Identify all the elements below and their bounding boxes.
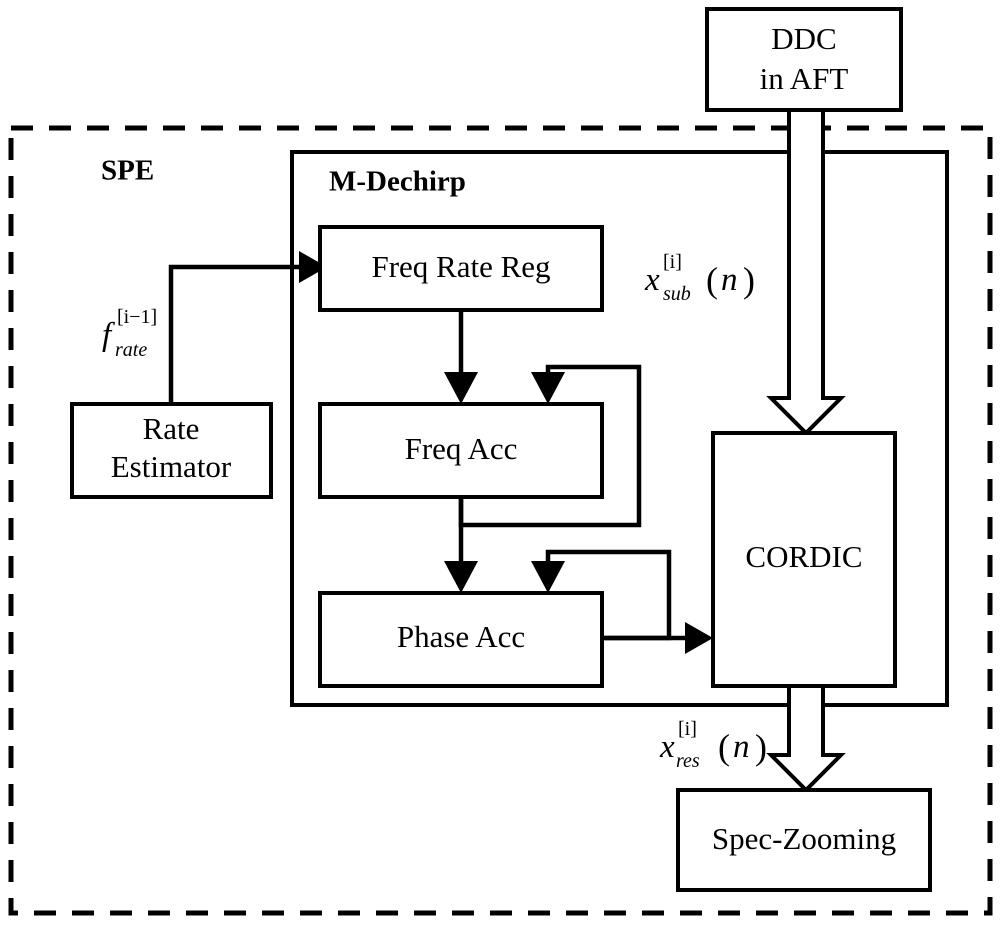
block-freq-acc[interactable] <box>318 402 604 499</box>
signal-f-rate-base: f <box>102 317 115 353</box>
block-phase-acc-label: Phase Acc <box>397 619 525 654</box>
signal-label-x-sub: x [i] sub ( n ) <box>644 251 755 305</box>
signal-x-sub-arg: n <box>721 262 738 298</box>
block-ddc-label-line1: DDC <box>771 21 836 56</box>
signal-label-f-rate: f [i−1] rate <box>102 306 157 361</box>
solid-arrowhead-icon-to-cordic <box>685 622 713 654</box>
solid-arrowhead-icon-to-freq-acc <box>444 372 478 404</box>
signal-x-sub-subscript: sub <box>663 283 691 305</box>
signal-x-res-arg: n <box>733 729 750 765</box>
spe-dashed-boundary <box>8 125 993 916</box>
signal-x-res-base: x <box>659 729 675 765</box>
block-cordic-label: CORDIC <box>745 539 862 574</box>
block-ddc-in-aft[interactable] <box>705 7 903 112</box>
group-label-m-dechirp: M-Dechirp <box>329 166 466 198</box>
solid-arrowhead-icon-to-freq-rate-reg <box>299 251 327 283</box>
group-label-spe: SPE <box>101 155 154 187</box>
solid-arrowhead-icon-to-phase-acc <box>444 561 478 593</box>
signal-f-rate-subscript: rate <box>115 339 147 361</box>
signal-x-sub-superscript: [i] <box>663 251 682 273</box>
signal-x-res-paren-open: ( <box>718 727 730 767</box>
solid-arrowhead-icon-freq-acc-feedback <box>531 372 565 404</box>
hollow-arrow-ddc-to-cordic <box>766 108 846 436</box>
block-freq-rate-reg[interactable] <box>318 225 604 312</box>
signal-x-sub-base: x <box>644 262 660 298</box>
block-spec-zooming[interactable] <box>676 788 932 892</box>
block-phase-acc[interactable] <box>318 591 604 688</box>
signal-x-sub-paren-close: ) <box>743 260 755 300</box>
signal-f-rate-superscript: [i−1] <box>117 306 157 328</box>
solid-arrowhead-icon-phase-acc-feedback <box>531 561 565 593</box>
wire-rate-estimator-to-freq-rate-reg <box>168 264 299 404</box>
block-spec-zooming-label: Spec-Zooming <box>712 821 896 856</box>
block-rate-estimator-label-line1: Rate <box>143 411 200 446</box>
block-cordic[interactable] <box>711 431 897 688</box>
signal-x-sub-paren-open: ( <box>706 260 718 300</box>
block-freq-rate-reg-label: Freq Rate Reg <box>371 249 550 284</box>
block-ddc-label-line2: in AFT <box>760 61 849 96</box>
signal-x-res-superscript: [i] <box>678 718 697 740</box>
m-dechirp-outer-rect <box>290 150 949 707</box>
hollow-arrow-cordic-to-spec-zooming <box>766 684 846 793</box>
block-freq-acc-label: Freq Acc <box>405 431 518 466</box>
signal-label-x-res: x [i] res ( n ) <box>659 718 767 772</box>
block-rate-estimator-label-line2: Estimator <box>111 449 232 484</box>
signal-x-res-paren-close: ) <box>755 727 767 767</box>
signal-x-res-subscript: res <box>676 750 700 772</box>
